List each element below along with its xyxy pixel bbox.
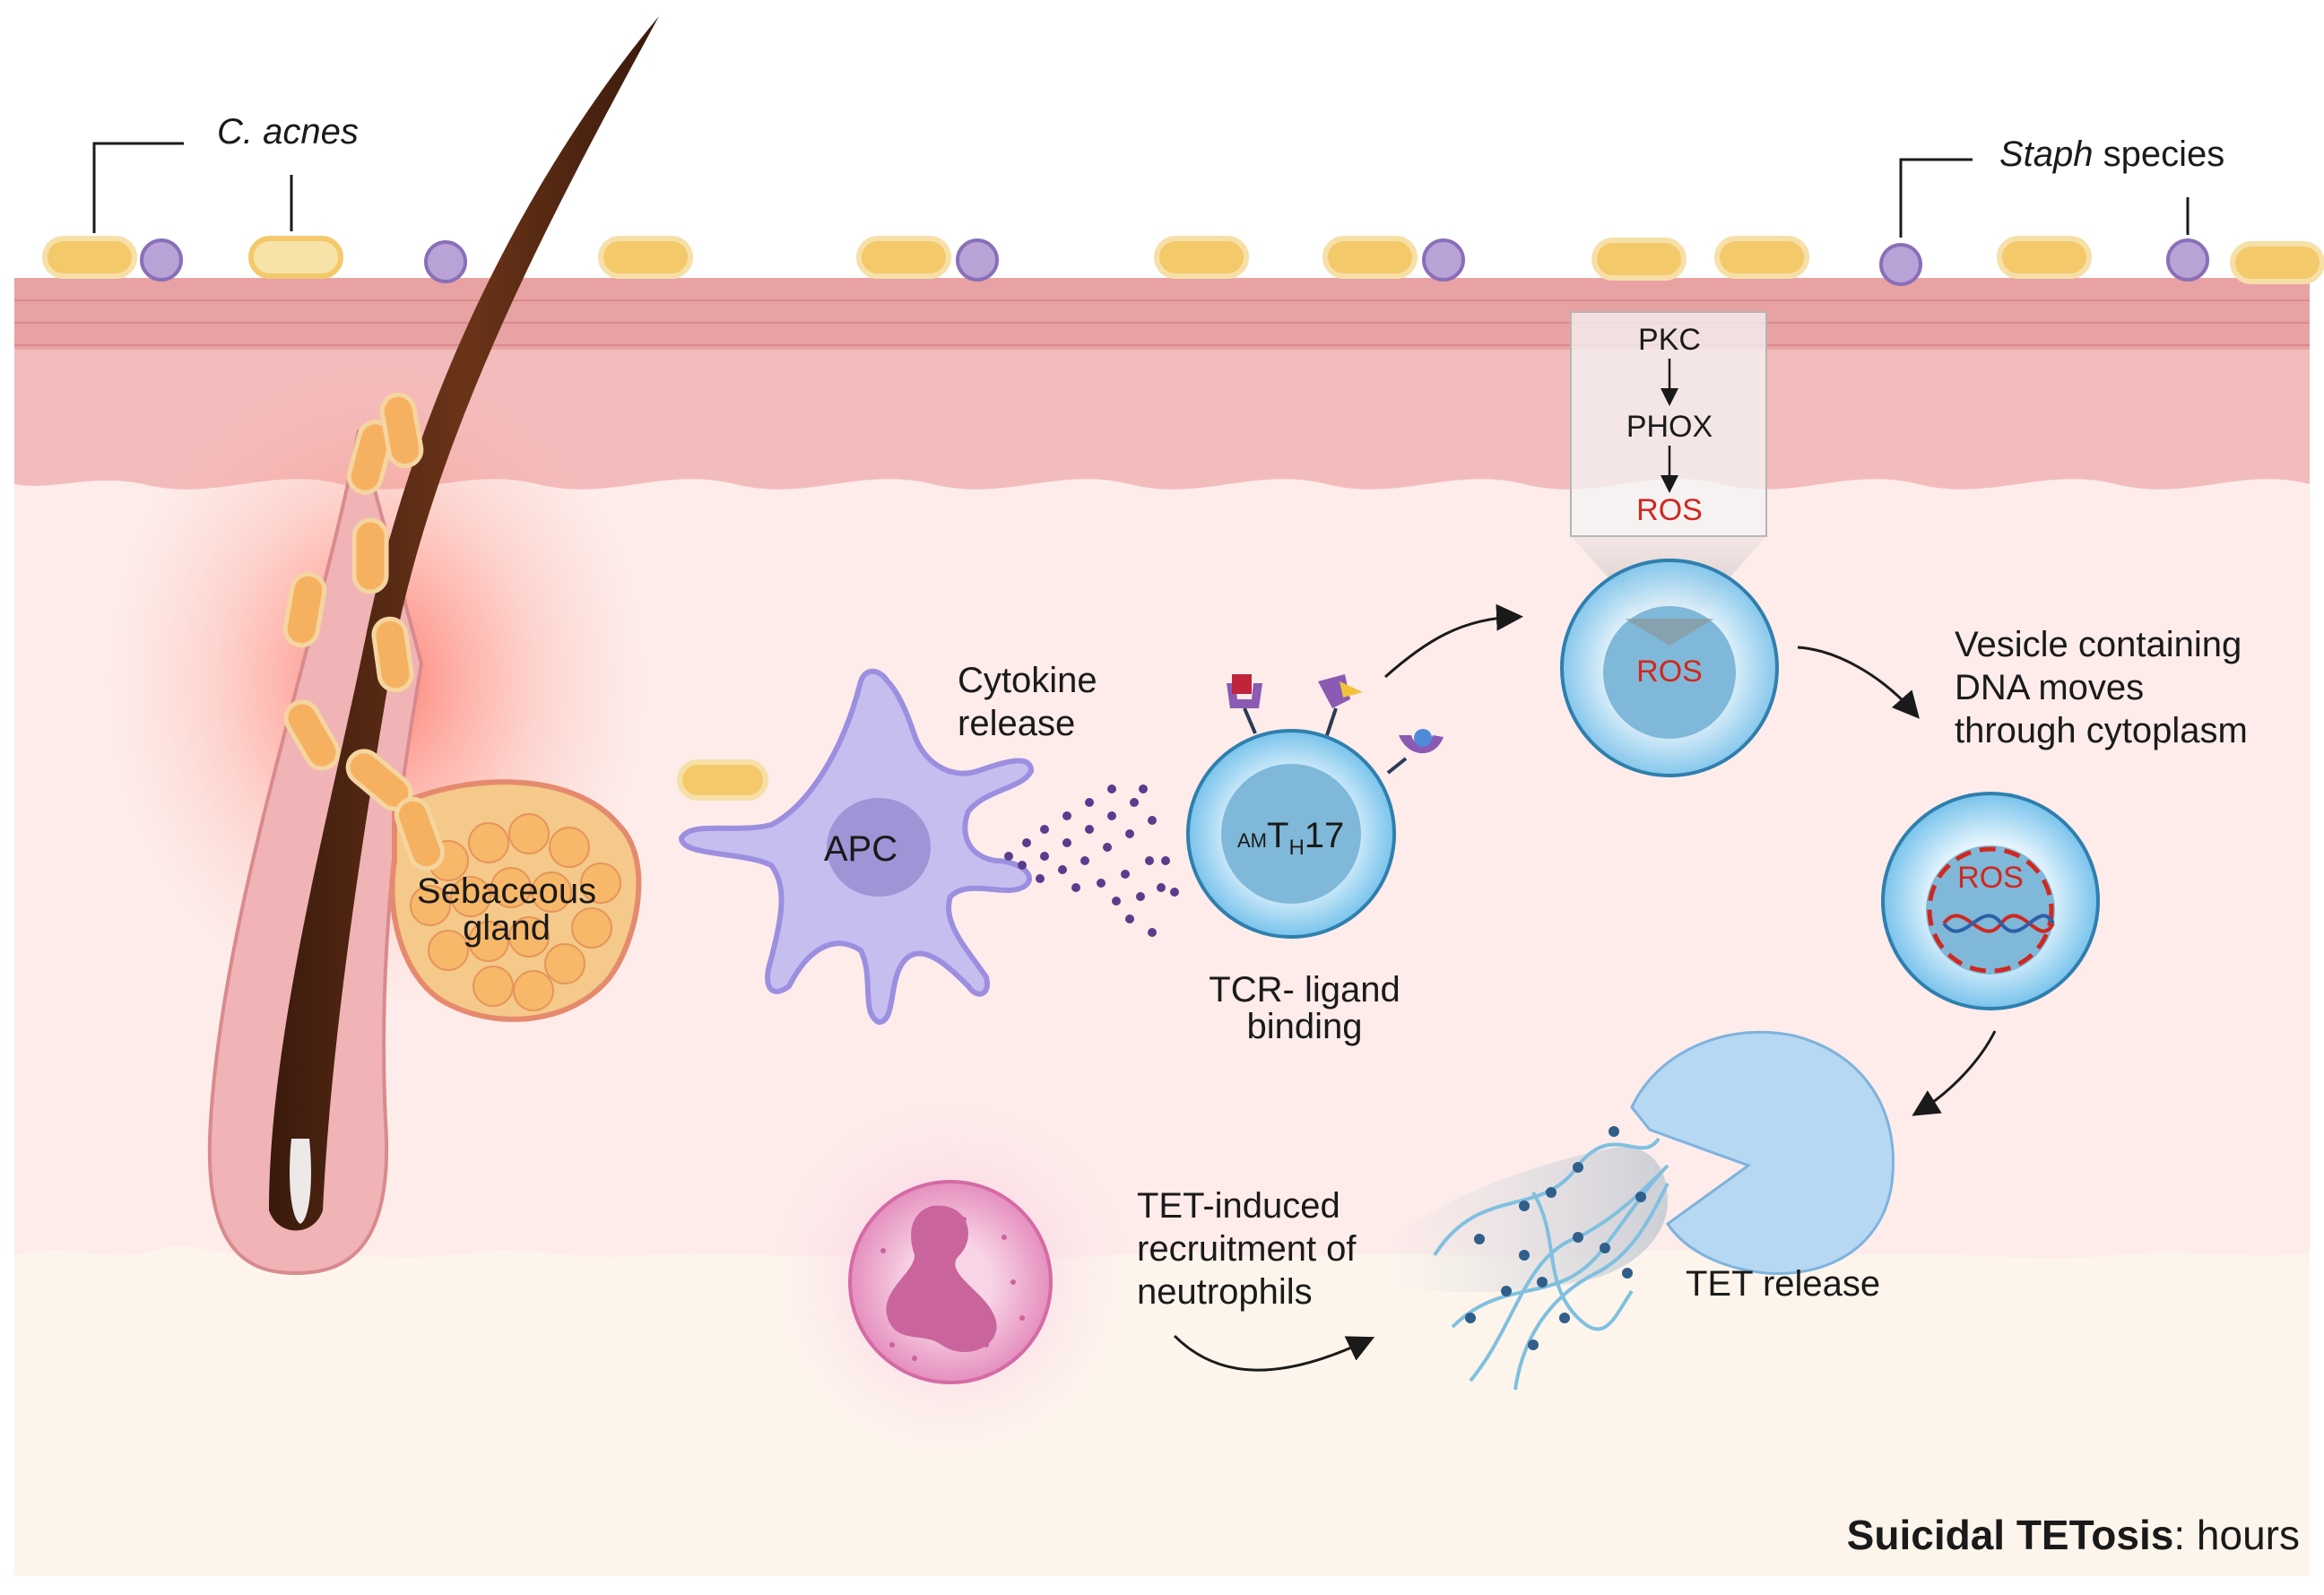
pathway-step-ros: ROS <box>1636 493 1703 527</box>
vesicle-label-line2: DNA moves <box>1955 668 2144 707</box>
th17-label: AMTH17 <box>1237 816 1344 860</box>
staph-cell <box>2166 238 2209 282</box>
tcr-receptor <box>1399 735 1444 754</box>
recruit-label-line3: neutrophils <box>1137 1272 1313 1312</box>
staph-label: Staph species <box>1999 134 2224 174</box>
c-acnes-cell <box>1154 236 1249 279</box>
dna-vesicle <box>1927 846 2054 974</box>
recruit-label-line1: TET-induced <box>1137 1186 1340 1226</box>
c-acnes-cell <box>1322 236 1418 279</box>
tcr-receptor <box>1325 707 1338 736</box>
tet-fiber <box>1451 1164 1669 1329</box>
neutrophil-granules <box>880 1217 1025 1361</box>
tet-release-label: TET release <box>1686 1264 1880 1304</box>
surface-bacteria <box>42 236 2324 286</box>
cytokine-particles <box>1004 784 1179 937</box>
follicle-bacteria <box>282 392 446 871</box>
staph-cell <box>424 240 467 283</box>
staph-cell <box>1422 238 1465 282</box>
apc-label: APC <box>824 829 898 869</box>
c-acnes-cell <box>856 236 951 279</box>
sebaceous-label-line1: Sebaceous <box>417 871 596 911</box>
pathway-inset-box <box>1570 311 1767 537</box>
tcr-ligand <box>1232 674 1252 694</box>
pathway-step-pkc: PKC <box>1638 323 1701 357</box>
ros-vesicle-label: ROS <box>1957 861 2024 895</box>
neutrophil-cell <box>848 1180 1053 1384</box>
stratum-corneum <box>14 278 2310 350</box>
c-acnes-label: C. acnes <box>217 112 359 152</box>
hair-shaft <box>269 16 659 1231</box>
vesicle-arrow <box>1797 646 1920 719</box>
recruit-label-line2: recruitment of <box>1137 1229 1357 1269</box>
th17-cell <box>1186 674 1444 939</box>
cytokine-label-line2: release <box>958 704 1075 743</box>
staph-callout-line <box>1899 158 1973 238</box>
pathway-step-phox: PHOX <box>1626 410 1713 444</box>
staph-cell <box>140 238 183 282</box>
zoom-cone-tip <box>1625 619 1714 646</box>
c-acnes-cell <box>1714 236 1809 279</box>
hypodermis-layer <box>14 1246 2310 1576</box>
cytokine-label-line1: Cytokine <box>958 661 1097 700</box>
staph-cell <box>1879 243 1922 286</box>
tcr-label-line1: TCR- ligand <box>1209 970 1400 1010</box>
ros-cell-label: ROS <box>1636 654 1703 689</box>
staph-cell <box>956 238 999 282</box>
c-acnes-cell <box>1591 238 1687 281</box>
tcr-label-line2: binding <box>1246 1007 1362 1046</box>
hair-bulb <box>290 1139 311 1224</box>
c-acnes-cell <box>598 236 693 279</box>
apc-cell <box>677 668 1035 1026</box>
c-acnes-cell <box>2230 241 2324 284</box>
apc-nucleus <box>827 798 931 897</box>
c-acnes-cell <box>248 236 343 279</box>
vesicle-cell <box>1881 792 2100 1010</box>
tet-granules <box>1465 1126 1646 1350</box>
vesicle-nucleus <box>1926 845 2055 975</box>
ruptured-cell <box>1381 1030 1895 1391</box>
phagocytosed-c-acnes <box>677 759 768 801</box>
neutrophil-nucleus <box>886 1205 997 1353</box>
release-arrow <box>1912 1030 1997 1116</box>
c-acnes-cell <box>1997 236 2092 279</box>
tcr-ligand <box>1414 729 1432 747</box>
vesicle-label-line3: through cytoplasm <box>1955 711 2248 750</box>
dna-strand <box>1942 914 2055 933</box>
gland-cells <box>410 813 621 1011</box>
c-acnes-callout-line <box>92 142 184 233</box>
vesicle-label-line1: Vesicle containing <box>1955 625 2242 664</box>
tcr-ligand <box>1340 681 1363 698</box>
sebaceous-label-line2: gland <box>463 908 551 948</box>
tet-fiber <box>1531 1191 1634 1331</box>
th17-nucleus <box>1221 764 1361 904</box>
c-acnes-cell <box>42 236 137 279</box>
activated-th17-cell <box>1560 559 1779 777</box>
recruitment-arrow <box>1173 1334 1375 1372</box>
activated-nucleus <box>1603 606 1736 739</box>
tetosis-timescale-label: Suicidal TETosis: hours <box>1847 1512 2300 1558</box>
tcr-receptor <box>1386 757 1408 775</box>
activation-arrow <box>1384 603 1523 679</box>
tcr-receptor <box>1243 707 1257 734</box>
